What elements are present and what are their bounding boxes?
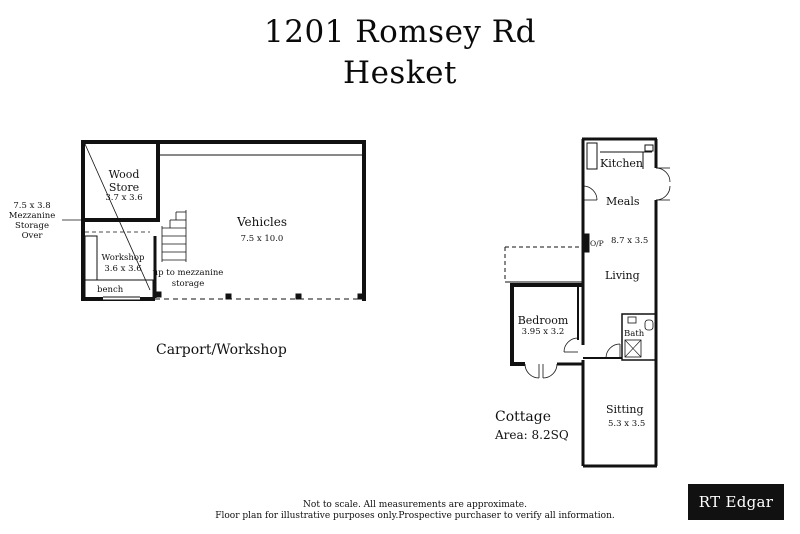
- address-line-2: Hesket: [343, 55, 457, 91]
- cottage-walls: [504, 137, 671, 468]
- wood-store-label-2: Store: [108, 181, 140, 194]
- cottage-area: Area: 8.2SQ: [495, 428, 569, 442]
- vehicles-label: Vehicles: [236, 215, 288, 229]
- footer-disclaimer-2: Floor plan for illustrative purposes onl…: [215, 511, 615, 521]
- cottage-title: Cottage: [495, 409, 551, 425]
- sitting-size: 5.3 x 3.5: [608, 419, 646, 429]
- kitchen-label: Kitchen: [600, 157, 643, 170]
- mezzanine-size: 7.5 x 3.8: [13, 201, 51, 211]
- bath-label: Bath: [624, 329, 645, 339]
- wood-store-label-1: Wood: [108, 168, 140, 181]
- stairs-label-2: storage: [171, 279, 205, 289]
- footer-disclaimer-1: Not to scale. All measurements are appro…: [303, 500, 527, 510]
- mezzanine-storage-label: Storage: [15, 221, 49, 231]
- bench-label: bench: [97, 285, 124, 295]
- stairs-label-1: up to mezzanine: [152, 268, 224, 278]
- mezzanine-label: Mezzanine: [8, 211, 56, 221]
- address-line-1: 1201 Romsey Rd: [264, 14, 536, 50]
- mezzanine-over-label: Over: [21, 231, 43, 241]
- brand-logo: RT Edgar: [688, 484, 784, 520]
- open-fireplace-label: O/P: [590, 239, 604, 248]
- carport-walls: [81, 140, 366, 301]
- bedroom-size: 3.95 x 3.2: [521, 327, 565, 337]
- workshop-label: Workshop: [101, 253, 145, 263]
- living-label: Living: [605, 269, 640, 282]
- wood-store-size: 3.7 x 3.6: [105, 193, 143, 203]
- workshop-size: 3.6 x 3.6: [104, 264, 142, 274]
- meals-size: 8.7 x 3.5: [611, 236, 649, 246]
- vehicles-size: 7.5 x 10.0: [240, 234, 284, 244]
- carport-title: Carport/Workshop: [156, 342, 287, 358]
- sitting-label: Sitting: [606, 403, 644, 416]
- meals-label: Meals: [606, 195, 640, 208]
- bedroom-label: Bedroom: [517, 314, 569, 327]
